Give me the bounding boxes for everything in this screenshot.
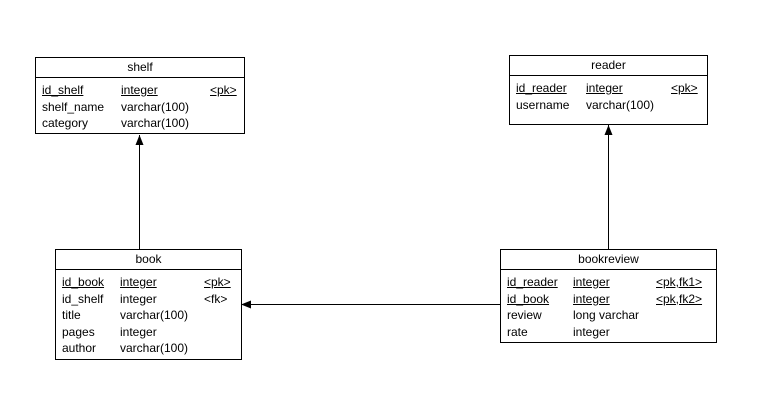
column-row: category varchar(100) bbox=[40, 115, 240, 132]
column-row: id_book integer <pk,fk2> bbox=[505, 291, 712, 308]
column-row: title varchar(100) bbox=[60, 307, 237, 324]
entity-title: bookreview bbox=[501, 250, 716, 270]
column-type: varchar(100) bbox=[586, 97, 655, 112]
entity-title: shelf bbox=[36, 58, 244, 78]
column-name: id_book bbox=[62, 275, 105, 289]
column-key: <pk> bbox=[204, 275, 231, 289]
column-row: id_reader integer <pk,fk1> bbox=[505, 274, 712, 291]
column-row: id_book integer <pk> bbox=[60, 274, 237, 291]
column-type: integer bbox=[120, 324, 157, 339]
column-key: <fk> bbox=[204, 291, 228, 306]
column-type: long varchar bbox=[573, 308, 640, 322]
column-row: id_shelf integer <pk> bbox=[40, 82, 240, 99]
column-name: pages bbox=[62, 324, 95, 339]
entity-title: reader bbox=[510, 56, 707, 76]
column-name: author bbox=[62, 341, 97, 355]
column-key: <pk> bbox=[671, 81, 698, 95]
column-name: review bbox=[507, 308, 542, 322]
column-name: id_book bbox=[507, 291, 550, 306]
column-type: integer bbox=[573, 291, 610, 306]
column-row: username varchar(100) bbox=[514, 97, 703, 114]
column-row: shelf_name varchar(100) bbox=[40, 99, 240, 116]
column-row: pages integer bbox=[60, 324, 237, 341]
column-type: varchar(100) bbox=[120, 341, 189, 355]
column-type: integer bbox=[586, 81, 623, 95]
column-name: id_shelf bbox=[62, 291, 104, 306]
column-type: varchar(100) bbox=[120, 308, 189, 322]
column-type: varchar(100) bbox=[121, 99, 190, 114]
column-row: id_reader integer <pk> bbox=[514, 80, 703, 97]
column-type: varchar(100) bbox=[121, 116, 190, 130]
column-name: category bbox=[42, 116, 89, 130]
column-name: id_reader bbox=[516, 81, 567, 95]
column-type: integer bbox=[573, 275, 610, 289]
column-name: id_reader bbox=[507, 275, 558, 289]
column-key: <pk,fk1> bbox=[656, 275, 703, 289]
column-name: shelf_name bbox=[42, 99, 105, 114]
column-name: id_shelf bbox=[42, 83, 84, 97]
column-row: review long varchar bbox=[505, 307, 712, 324]
column-name: username bbox=[516, 97, 570, 112]
entity-book[interactable]: book id_book integer <pk> id_shelf integ… bbox=[55, 249, 242, 360]
column-type: integer bbox=[120, 275, 157, 289]
entity-shelf[interactable]: shelf id_shelf integer <pk> shelf_name v… bbox=[35, 57, 245, 134]
column-name: title bbox=[62, 308, 81, 322]
column-key: <pk> bbox=[210, 83, 237, 97]
column-row: rate integer bbox=[505, 324, 712, 341]
column-type: integer bbox=[120, 291, 157, 306]
entity-title: book bbox=[56, 250, 241, 270]
column-type: integer bbox=[573, 324, 610, 339]
column-row: id_shelf integer <fk> bbox=[60, 291, 237, 308]
column-row: author varchar(100) bbox=[60, 340, 237, 357]
entity-bookreview[interactable]: bookreview id_reader integer <pk,fk1> id… bbox=[500, 249, 717, 343]
column-key: <pk,fk2> bbox=[656, 291, 703, 306]
entity-reader[interactable]: reader id_reader integer <pk> username v… bbox=[509, 55, 708, 125]
column-type: integer bbox=[121, 83, 158, 97]
column-name: rate bbox=[507, 324, 528, 339]
